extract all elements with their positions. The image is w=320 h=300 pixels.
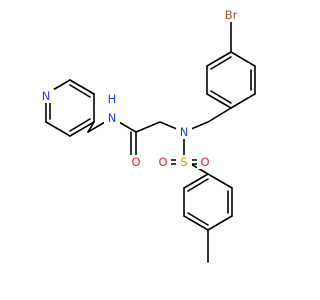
bond — [45, 121, 71, 137]
bond — [69, 84, 91, 98]
sulfur-atom-label: S — [180, 155, 187, 169]
label-bg — [220, 8, 242, 22]
amide-hydrogen-label: H — [108, 92, 117, 106]
sulfonyl-oxygen-right-label: O — [200, 155, 209, 169]
bond — [206, 51, 232, 67]
bond — [210, 90, 232, 104]
bond — [207, 173, 233, 189]
bond — [210, 56, 232, 70]
bond — [230, 93, 256, 109]
label-bg — [197, 155, 213, 169]
bond — [206, 93, 232, 109]
amide-nitrogen-label: N — [108, 111, 117, 125]
bond — [87, 121, 95, 133]
label-bg — [38, 89, 54, 103]
carbonyl-oxygen-label: O — [131, 155, 140, 169]
bond — [183, 173, 209, 189]
bromine-atom-label: Br — [225, 8, 238, 22]
bond — [69, 118, 91, 132]
sulfonamide-nitrogen-label: N — [180, 125, 189, 139]
label-bg — [155, 155, 171, 169]
label-bg — [176, 155, 192, 169]
bond — [187, 212, 209, 226]
molecule-drawing: Br N N H N O S O O — [38, 8, 256, 263]
label-bg — [104, 111, 120, 125]
label-bg — [104, 92, 120, 106]
bond — [207, 107, 232, 123]
bond — [69, 121, 95, 137]
atom-labels: Br N N H N O S O O — [38, 8, 242, 169]
bond — [69, 79, 95, 95]
sulfonyl-oxygen-left-label: O — [158, 155, 167, 169]
bond — [187, 178, 209, 192]
pyridine-nitrogen-label: N — [42, 89, 51, 103]
label-bg — [128, 155, 144, 169]
label-bg — [176, 125, 192, 139]
bond — [183, 215, 209, 231]
structure-canvas: Br N N H N O S O O — [38, 8, 256, 263]
bond-lines — [45, 19, 256, 263]
bond — [230, 51, 256, 67]
bond — [135, 121, 161, 133]
bond — [207, 215, 233, 231]
